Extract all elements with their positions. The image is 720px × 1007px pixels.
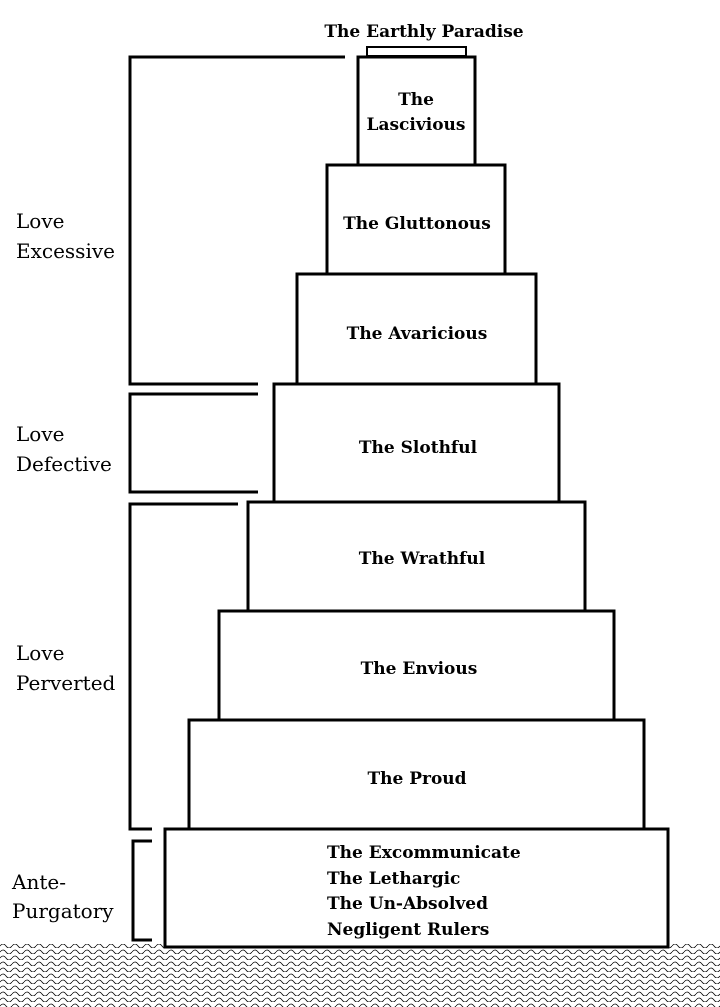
group-ante-purgatory-line-2: Purgatory <box>12 899 114 923</box>
terrace-proud-label: The Proud <box>367 769 466 789</box>
sea <box>0 944 720 1007</box>
terrace-wrathful: The Wrathful <box>246 500 587 613</box>
terrace-gluttonous-label: The Gluttonous <box>343 214 491 234</box>
group-love-excessive-line-1: Love <box>16 209 64 233</box>
terrace-lascivious: The Lascivious <box>356 55 477 167</box>
group-love-excessive-line-2: Excessive <box>16 239 115 263</box>
terrace-slothful: The Slothful <box>272 382 561 504</box>
group-love-defective-line-2: Defective <box>16 452 112 476</box>
group-ante-purgatory-line-1: Ante- <box>11 870 66 894</box>
group-brackets <box>128 55 345 942</box>
terrace-avaricious-label: The Avaricious <box>347 324 488 344</box>
group-love-perverted-line-1: Love <box>16 641 64 665</box>
ante-line-1: The Excommunicate <box>327 843 521 863</box>
terrace-wrathful-label: The Wrathful <box>359 549 486 569</box>
terrace-slothful-label: The Slothful <box>359 438 478 458</box>
summit-plateau <box>366 46 467 57</box>
terrace-envious: The Envious <box>217 609 616 722</box>
bracket-love-perverted <box>128 502 238 831</box>
summit-label: The Earthly Paradise <box>324 22 523 42</box>
terrace-lascivious-line-2: Lascivious <box>367 115 466 135</box>
terrace-avaricious: The Avaricious <box>295 272 538 386</box>
terrace-proud: The Proud <box>187 718 646 831</box>
bracket-love-excessive <box>128 55 345 386</box>
terrace-envious-label: The Envious <box>361 659 478 679</box>
group-love-perverted-line-2: Perverted <box>16 671 116 695</box>
terrace-lascivious-line-1: The <box>398 90 434 110</box>
bracket-ante-purgatory <box>131 839 152 942</box>
terrace-ante-purgatory: The Excommunicate The Lethargic The Un-A… <box>163 827 670 949</box>
ante-line-2: The Lethargic <box>327 869 460 889</box>
bracket-love-defective <box>128 392 258 494</box>
ante-line-3: The Un-Absolved <box>327 894 488 914</box>
terrace-gluttonous: The Gluttonous <box>325 163 507 276</box>
group-love-defective-line-1: Love <box>16 422 64 446</box>
ante-line-4: Negligent Rulers <box>327 920 489 940</box>
